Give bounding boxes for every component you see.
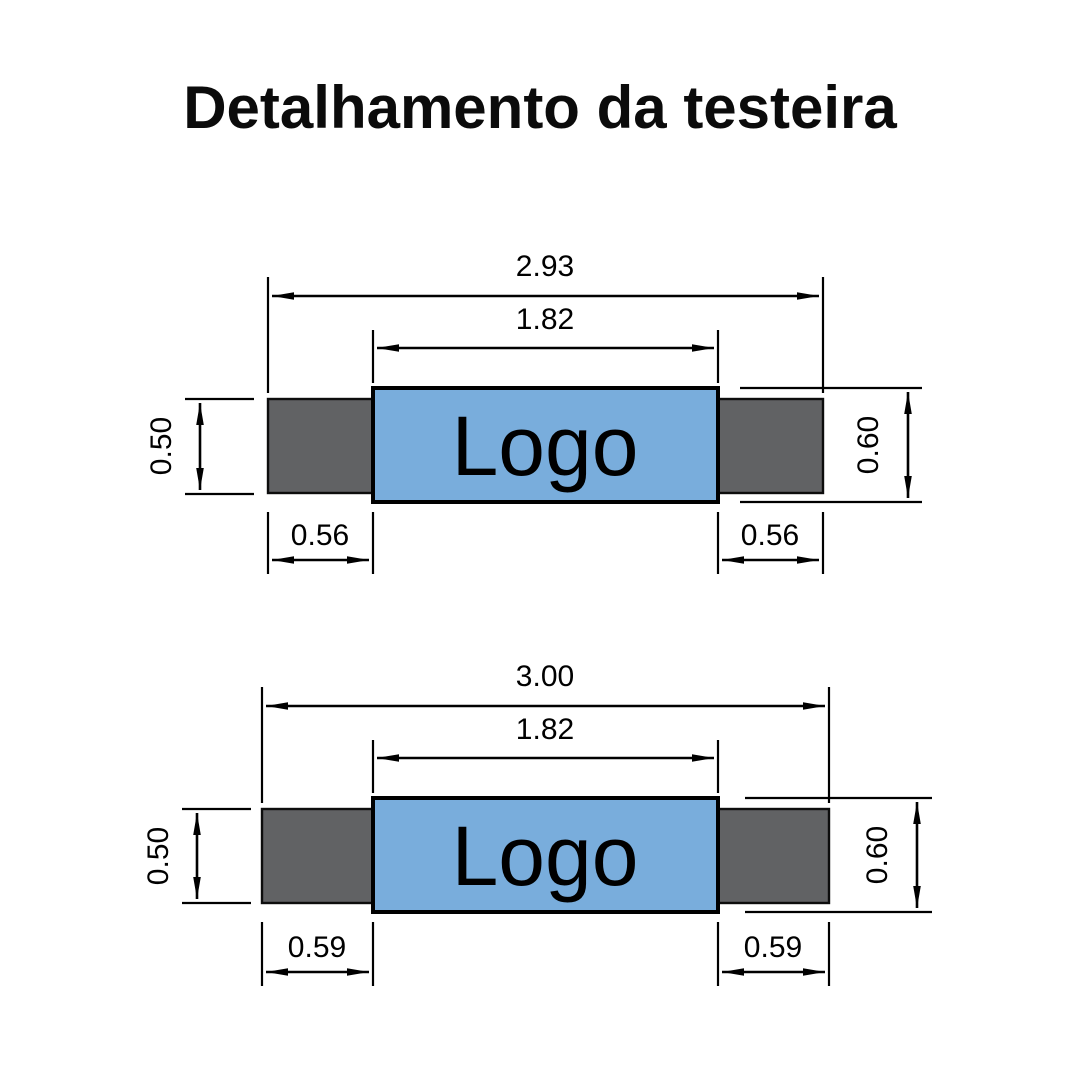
logo-panel-rect xyxy=(371,796,720,914)
logo-label: Logo xyxy=(452,809,639,903)
right-side-width-dimension: 0.59 xyxy=(716,922,831,986)
panel-height-dimension: 0.60 xyxy=(745,796,932,914)
left-side-width-value: 0.59 xyxy=(288,931,346,964)
page-title: Detalhamento da testeira xyxy=(183,74,897,141)
logo-label: Logo xyxy=(452,399,639,493)
panel-height-value: 0.60 xyxy=(861,826,894,884)
side-height-dimension: 0.50 xyxy=(142,807,251,905)
diagram-top: Logo 2.93 1.82 0.50 0.60 xyxy=(145,250,922,574)
overall-width-value: 2.93 xyxy=(516,250,574,283)
panel-height-dimension: 0.60 xyxy=(740,386,922,504)
overall-width-dimension: 2.93 xyxy=(266,250,825,393)
side-height-value: 0.50 xyxy=(142,827,175,885)
left-side-rect xyxy=(260,807,375,905)
logo-width-dimension: 1.82 xyxy=(371,713,720,793)
left-side-width-dimension: 0.56 xyxy=(266,512,375,574)
overall-width-dimension: 3.00 xyxy=(260,660,831,803)
logo-panel-rect xyxy=(371,386,720,504)
side-height-value: 0.50 xyxy=(145,417,178,475)
logo-width-value: 1.82 xyxy=(516,303,574,336)
overall-width-value: 3.00 xyxy=(516,660,574,693)
left-side-rect xyxy=(266,397,375,495)
panel-height-value: 0.60 xyxy=(852,416,885,474)
right-side-width-value: 0.56 xyxy=(741,519,799,552)
right-side-width-dimension: 0.56 xyxy=(716,512,825,574)
right-side-width-value: 0.59 xyxy=(744,931,802,964)
left-side-width-value: 0.56 xyxy=(291,519,349,552)
left-side-width-dimension: 0.59 xyxy=(260,922,375,986)
right-side-rect xyxy=(716,397,825,495)
diagram-bottom: Logo 3.00 1.82 0.50 0.60 xyxy=(142,660,932,986)
right-side-rect xyxy=(716,807,831,905)
logo-width-dimension: 1.82 xyxy=(371,303,720,383)
side-height-dimension: 0.50 xyxy=(145,397,254,496)
logo-width-value: 1.82 xyxy=(516,713,574,746)
